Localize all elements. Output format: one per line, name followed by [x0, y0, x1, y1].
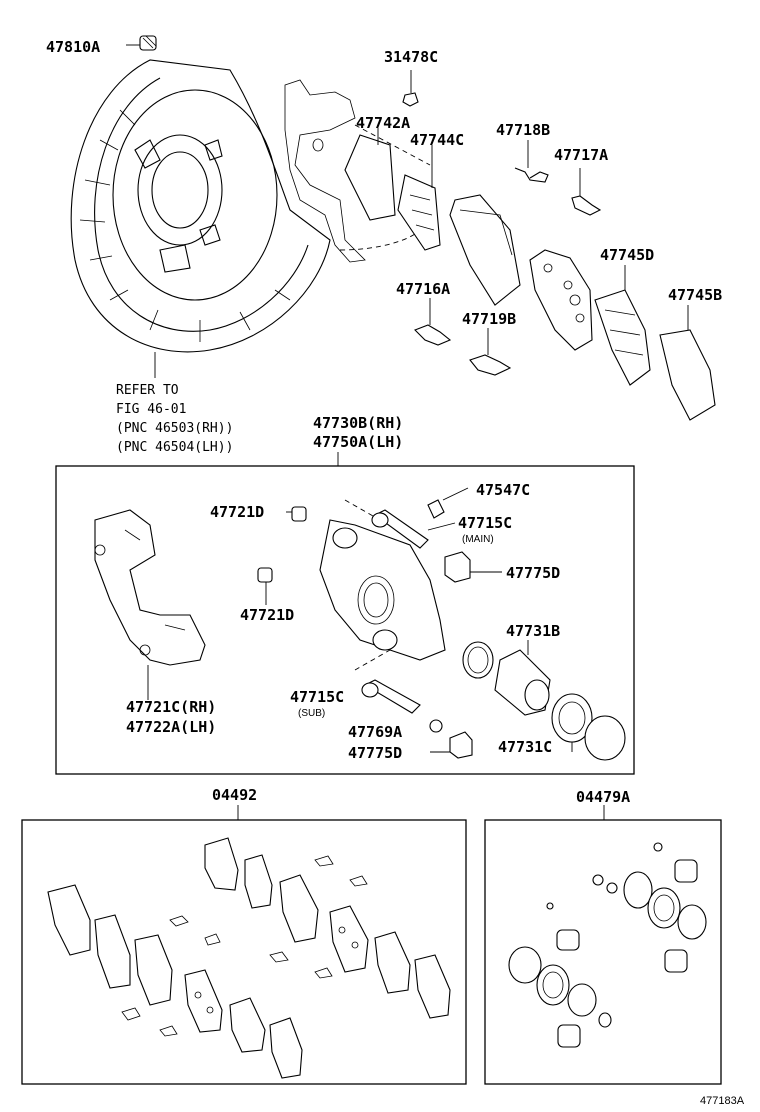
label-47721D-lower: 47721D — [240, 606, 294, 624]
label-47769A: 47769A — [348, 723, 402, 741]
nut-31478C — [402, 70, 419, 107]
label-47719B: 47719B — [462, 310, 516, 328]
shim-47744C — [397, 145, 441, 251]
shim-perforated — [529, 249, 593, 351]
pad-kit-box-04492 — [21, 819, 467, 1085]
pin-47715C-sub — [361, 679, 421, 714]
refer-line-3: (PNC 46503(RH)) — [116, 421, 233, 436]
label-47731B: 47731B — [506, 622, 560, 640]
label-31478C: 31478C — [384, 48, 438, 66]
label-47722A: 47722A(LH) — [126, 718, 216, 736]
pad-kit-contents — [47, 837, 451, 1079]
label-47715C-main: 47715C — [458, 514, 512, 532]
label-47731C: 47731C — [498, 738, 552, 756]
label-47810A: 47810A — [46, 38, 100, 56]
clip-47717A — [571, 168, 602, 216]
label-47742A: 47742A — [356, 114, 410, 132]
label-04492: 04492 — [212, 786, 257, 804]
seal-47731C — [551, 693, 626, 761]
seal-kit-contents — [508, 842, 707, 1048]
label-47716A: 47716A — [396, 280, 450, 298]
label-47721C: 47721C(RH) — [126, 698, 216, 716]
bolt-47810A — [126, 35, 157, 51]
caliper-assembly-box — [55, 465, 635, 775]
label-47718B: 47718B — [496, 121, 550, 139]
label-47775D-lower: 47775D — [348, 744, 402, 762]
refer-line-1: REFER TO — [116, 383, 179, 398]
bolt-47721D-upper — [286, 506, 307, 522]
mounting-bracket-top — [284, 79, 431, 263]
label-47750A: 47750A(LH) — [313, 433, 403, 451]
cap-47769A — [429, 719, 443, 733]
refer-line-4: (PNC 46504(LH)) — [116, 440, 233, 455]
shim-47745D — [594, 265, 651, 386]
sublabel-sub: (SUB) — [298, 708, 325, 719]
label-47745B: 47745B — [668, 286, 722, 304]
bleeder-47547C — [427, 487, 469, 519]
pad-47745B — [659, 305, 716, 421]
bolt-47721D-lower — [257, 567, 273, 605]
backing-plate — [70, 59, 331, 378]
pad-inner — [449, 194, 521, 306]
boot-47775D-upper — [444, 551, 502, 583]
label-47547C: 47547C — [476, 481, 530, 499]
mounting-bracket-47721C — [94, 509, 206, 700]
piston-47731B — [462, 640, 551, 716]
boot-47775D-lower — [430, 731, 473, 759]
figure-id: 477183A — [700, 1095, 745, 1107]
label-47721D-upper: 47721D — [210, 503, 264, 521]
label-47717A: 47717A — [554, 146, 608, 164]
clip-47719B — [469, 328, 512, 376]
label-47715C-sub: 47715C — [290, 688, 344, 706]
sublabel-main: (MAIN) — [462, 534, 494, 545]
label-47745D: 47745D — [600, 246, 654, 264]
refer-line-2: FIG 46-01 — [116, 402, 186, 417]
label-47775D-upper: 47775D — [506, 564, 560, 582]
label-04479A: 04479A — [576, 788, 630, 806]
clip-47716A — [414, 298, 452, 346]
caliper-body — [319, 499, 446, 671]
seal-kit-box-04479A — [484, 819, 722, 1085]
label-47730B: 47730B(RH) — [313, 414, 403, 432]
clip-47718B — [514, 140, 549, 183]
pad-47742A — [344, 128, 396, 221]
pin-47715C-main — [371, 509, 456, 549]
label-47744C: 47744C — [410, 131, 464, 149]
